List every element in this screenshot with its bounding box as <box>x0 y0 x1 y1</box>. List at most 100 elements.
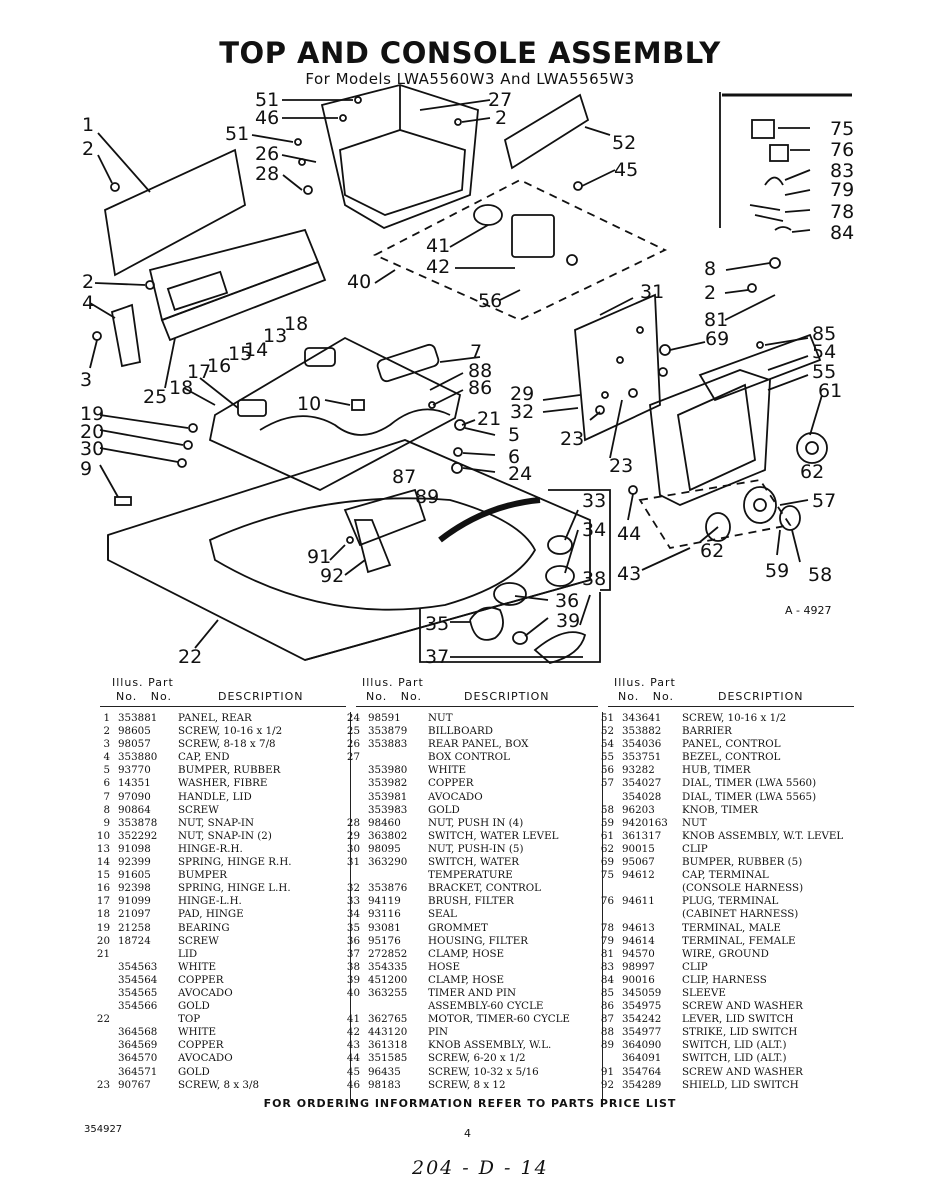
illus-no-cell <box>594 1052 614 1065</box>
callout-7: 7 <box>470 341 482 363</box>
illus-no-cell: 76 <box>600 895 614 908</box>
illus-no-cell: 56 <box>600 764 614 777</box>
callout-54: 54 <box>812 341 836 363</box>
callout-39: 39 <box>556 610 580 632</box>
callout-57: 57 <box>812 490 836 512</box>
illus-no-cell: 52 <box>600 725 614 738</box>
part-no-cell <box>110 1013 174 1026</box>
part-no-cell: 98460 <box>368 816 401 829</box>
description-cell: HINGE-L.H. <box>178 895 242 908</box>
col1-header-no: No. No. <box>116 690 173 703</box>
description-cell: PANEL, CONTROL <box>682 738 781 751</box>
part-no-cell: 94612 <box>622 869 655 882</box>
description-cell: SLEEVE <box>682 986 726 999</box>
page-subtitle: For Models LWA5560W3 And LWA5565W3 <box>305 70 635 88</box>
callout-33: 33 <box>582 490 606 512</box>
description-cell: SWITCH, WATER <box>428 856 520 869</box>
part-no-cell: 93081 <box>368 921 401 934</box>
callout-26: 26 <box>255 143 279 165</box>
part-no-cell: 351585 <box>368 1052 408 1065</box>
illus-no-cell: 38 <box>346 960 360 973</box>
description-cell: PANEL, REAR <box>178 712 252 724</box>
part-no-cell: 353879 <box>368 725 408 738</box>
col2-header-description: DESCRIPTION <box>464 690 550 703</box>
description-cell: DIAL, TIMER (LWA 5565) <box>682 790 817 803</box>
part-no-cell: 94570 <box>622 947 655 960</box>
description-cell: PAD, HINGE <box>178 908 244 921</box>
illus-no-cell <box>340 804 360 817</box>
part-no-cell: 363255 <box>368 986 408 999</box>
description-cell: PIN <box>428 1026 449 1039</box>
table-row: (CONSOLE HARNESS) <box>594 882 843 895</box>
illus-no-cell: 41 <box>346 1013 360 1026</box>
col2-header-no: No. No. <box>366 690 423 703</box>
part-no-cell: 352292 <box>118 829 158 842</box>
illus-no-cell <box>340 764 360 777</box>
part-no-cell: 353881 <box>118 712 158 724</box>
description-cell: NUT, PUSH-IN (5) <box>428 842 524 855</box>
description-cell: SCREW, 10-32 x 5/16 <box>428 1065 539 1078</box>
description-cell: BILLBOARD <box>428 725 493 738</box>
callout-91: 91 <box>307 546 331 568</box>
part-no-cell: 354565 <box>118 986 158 999</box>
callout-30: 30 <box>80 438 104 460</box>
callout-45: 45 <box>614 159 638 181</box>
part-no-cell: 354563 <box>118 960 158 973</box>
description-cell: WHITE <box>178 1026 217 1039</box>
part-no-cell: 9420163 <box>622 816 668 829</box>
illus-no-cell: 81 <box>600 947 614 960</box>
description-cell: NUT <box>682 816 707 829</box>
callout-69: 69 <box>705 328 729 350</box>
description-cell: SPRING, HINGE L.H. <box>178 882 291 895</box>
part-no-cell: 93770 <box>118 764 151 777</box>
description-cell: AVOCADO <box>178 986 233 999</box>
description-cell: GOLD <box>178 1065 210 1078</box>
part-no-cell: 354975 <box>622 1000 662 1013</box>
lid-shape <box>208 336 462 492</box>
description-cell: TIMER AND PIN <box>428 986 517 999</box>
illus-no-cell: 34 <box>346 908 360 921</box>
callout-79: 79 <box>830 179 854 201</box>
illus-no-cell: 21 <box>96 947 110 960</box>
callout-81: 81 <box>704 309 728 331</box>
callout-84: 84 <box>830 222 854 244</box>
callout-83: 83 <box>830 160 854 182</box>
description-cell: CLAMP, HOSE <box>428 973 505 986</box>
description-cell: SEAL <box>428 908 457 921</box>
illus-no-cell: 25 <box>346 725 360 738</box>
callout-13: 13 <box>263 325 287 347</box>
illus-no-cell: 83 <box>600 960 614 973</box>
table-row: ASSEMBLY-60 CYCLE <box>340 1000 570 1013</box>
description-cell: GROMMET <box>428 921 488 934</box>
col1-rule <box>100 706 346 707</box>
col3-header-description: DESCRIPTION <box>718 690 804 703</box>
callout-8: 8 <box>704 258 716 280</box>
illus-no-cell <box>90 974 110 987</box>
description-cell: COPPER <box>428 777 474 790</box>
bezel-shape <box>649 369 771 506</box>
illus-no-cell: 89 <box>600 1039 614 1052</box>
illus-no-cell: 3 <box>103 738 110 751</box>
illus-no-cell: 59 <box>600 816 614 829</box>
illus-no-cell: 15 <box>96 869 110 882</box>
illus-no-cell: 2 <box>103 725 110 738</box>
illus-no-cell <box>90 987 110 1000</box>
description-cell: DIAL, TIMER (LWA 5560) <box>682 777 817 790</box>
callout-40: 40 <box>347 271 371 293</box>
